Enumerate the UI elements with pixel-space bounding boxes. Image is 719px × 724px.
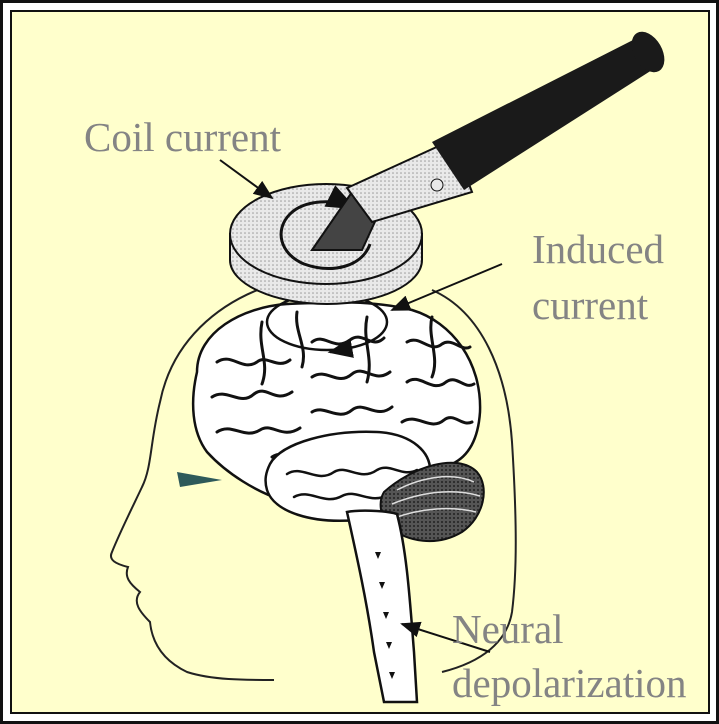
induced-current-label-line1: Induced xyxy=(532,226,664,273)
spinal-cord xyxy=(347,511,417,702)
diagram-panel: Coil current Induced current Neural depo… xyxy=(10,10,710,714)
coil-current-pointer xyxy=(220,160,272,198)
neural-label-line1: Neural xyxy=(452,606,564,653)
coil-handle xyxy=(312,26,671,250)
neural-label-line2: depolarization xyxy=(452,660,687,707)
eye-icon xyxy=(177,472,222,487)
coil-current-label: Coil current xyxy=(84,114,281,161)
induced-current-label-line2: current xyxy=(532,282,648,329)
